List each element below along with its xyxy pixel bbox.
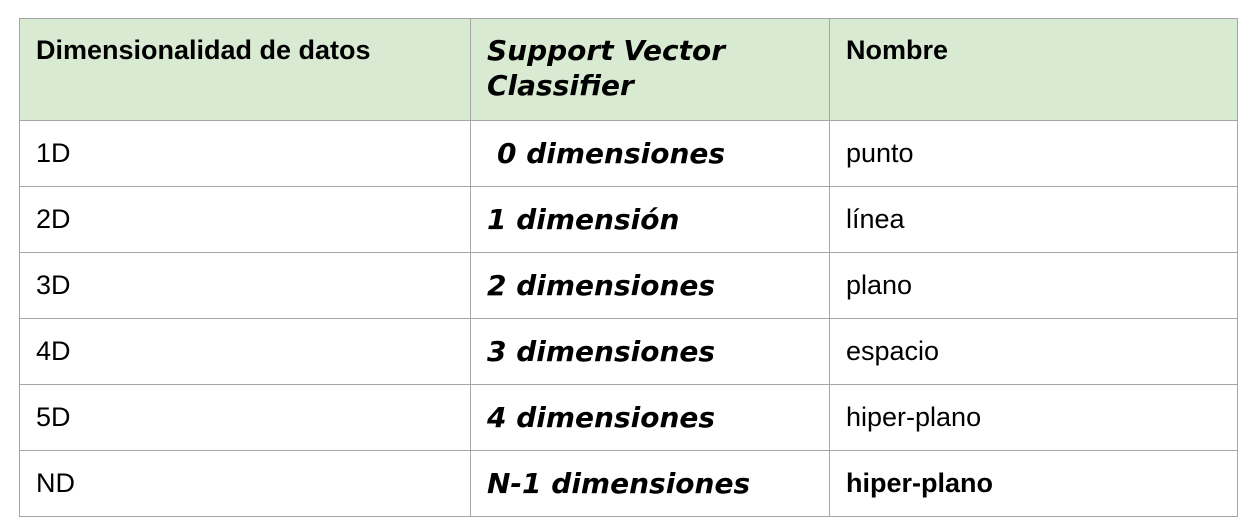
table-row: 2D 1 dimensión línea [19,186,1238,253]
dimensionality-table: Dimensionalidad de datos Support Vector … [19,18,1238,517]
cell-svc: 1 dimensión [470,186,830,253]
header-svc-line2: Classifier [487,69,634,102]
cell-name: hiper-plano [829,450,1238,517]
cell-name: hiper-plano [829,384,1238,451]
cell-svc: 2 dimensiones [470,252,830,319]
header-row: Dimensionalidad de datos Support Vector … [19,18,1238,121]
cell-svc: 4 dimensiones [470,384,830,451]
table-row: 5D 4 dimensiones hiper-plano [19,384,1238,451]
header-support-vector-classifier: Support Vector Classifier [470,18,830,121]
header-svc-line1: Support Vector [487,34,726,67]
table-row: 4D 3 dimensiones espacio [19,318,1238,385]
table-container: Dimensionalidad de datos Support Vector … [19,18,1238,517]
cell-name: línea [829,186,1238,253]
cell-svc: 3 dimensiones [470,318,830,385]
cell-svc: 0 dimensiones [470,120,830,187]
cell-data-dim: 2D [19,186,471,253]
cell-name: plano [829,252,1238,319]
header-name: Nombre [829,18,1238,121]
cell-name: espacio [829,318,1238,385]
cell-data-dim: 5D [19,384,471,451]
header-data-dimensionality: Dimensionalidad de datos [19,18,471,121]
cell-svc: N-1 dimensiones [470,450,830,517]
cell-data-dim: 3D [19,252,471,319]
cell-data-dim: 1D [19,120,471,187]
cell-name: punto [829,120,1238,187]
cell-data-dim: ND [19,450,471,517]
table-row: ND N-1 dimensiones hiper-plano [19,450,1238,517]
table-row: 1D 0 dimensiones punto [19,120,1238,187]
table-row: 3D 2 dimensiones plano [19,252,1238,319]
cell-data-dim: 4D [19,318,471,385]
